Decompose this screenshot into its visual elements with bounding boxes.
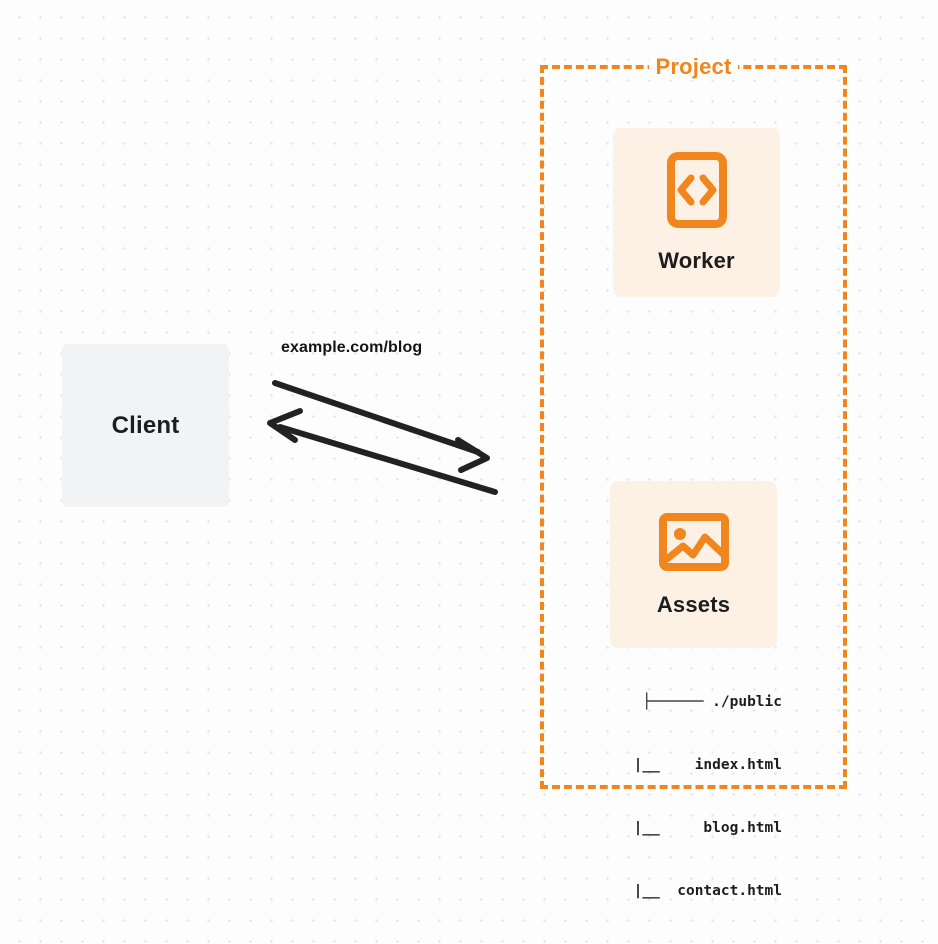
response-arrow [267,408,498,495]
worker-node[interactable]: Worker [613,128,780,297]
client-label: Client [111,411,180,439]
assets-node[interactable]: Assets [610,481,777,648]
file-tree-row: |__ index.html [598,757,782,773]
file-tree-row: |__ contact.html [598,883,782,899]
assets-file-tree: ├────── ./public |__ index.html |__ blog… [560,650,782,944]
connection-label: example.com/blog [281,339,423,356]
file-tree-row: |__ blog.html [598,820,782,836]
worker-label: Worker [658,248,735,273]
assets-label: Assets [656,592,731,617]
request-arrow [272,380,490,473]
file-tree-row: ├────── ./public [642,694,782,710]
client-node[interactable]: Client [62,344,229,507]
image-icon [658,511,730,578]
project-title: Project [648,54,739,80]
project-container[interactable]: Project [540,54,847,789]
diagram-canvas: Client example.com/blog Project Worker [62,54,847,899]
code-file-icon [666,151,728,234]
